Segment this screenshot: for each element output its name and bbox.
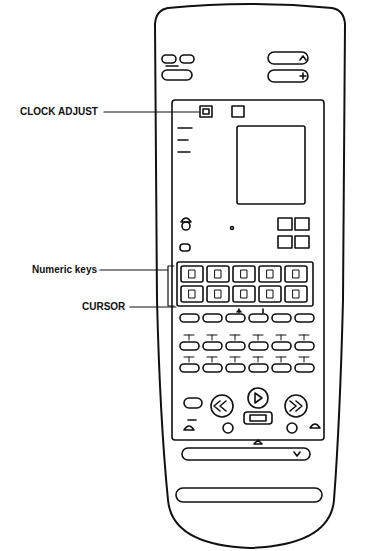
part-label: CURSOR [82, 301, 125, 313]
part-label: CLOCK ADJUST [20, 106, 98, 118]
part-label: Numeric keys [32, 264, 97, 276]
